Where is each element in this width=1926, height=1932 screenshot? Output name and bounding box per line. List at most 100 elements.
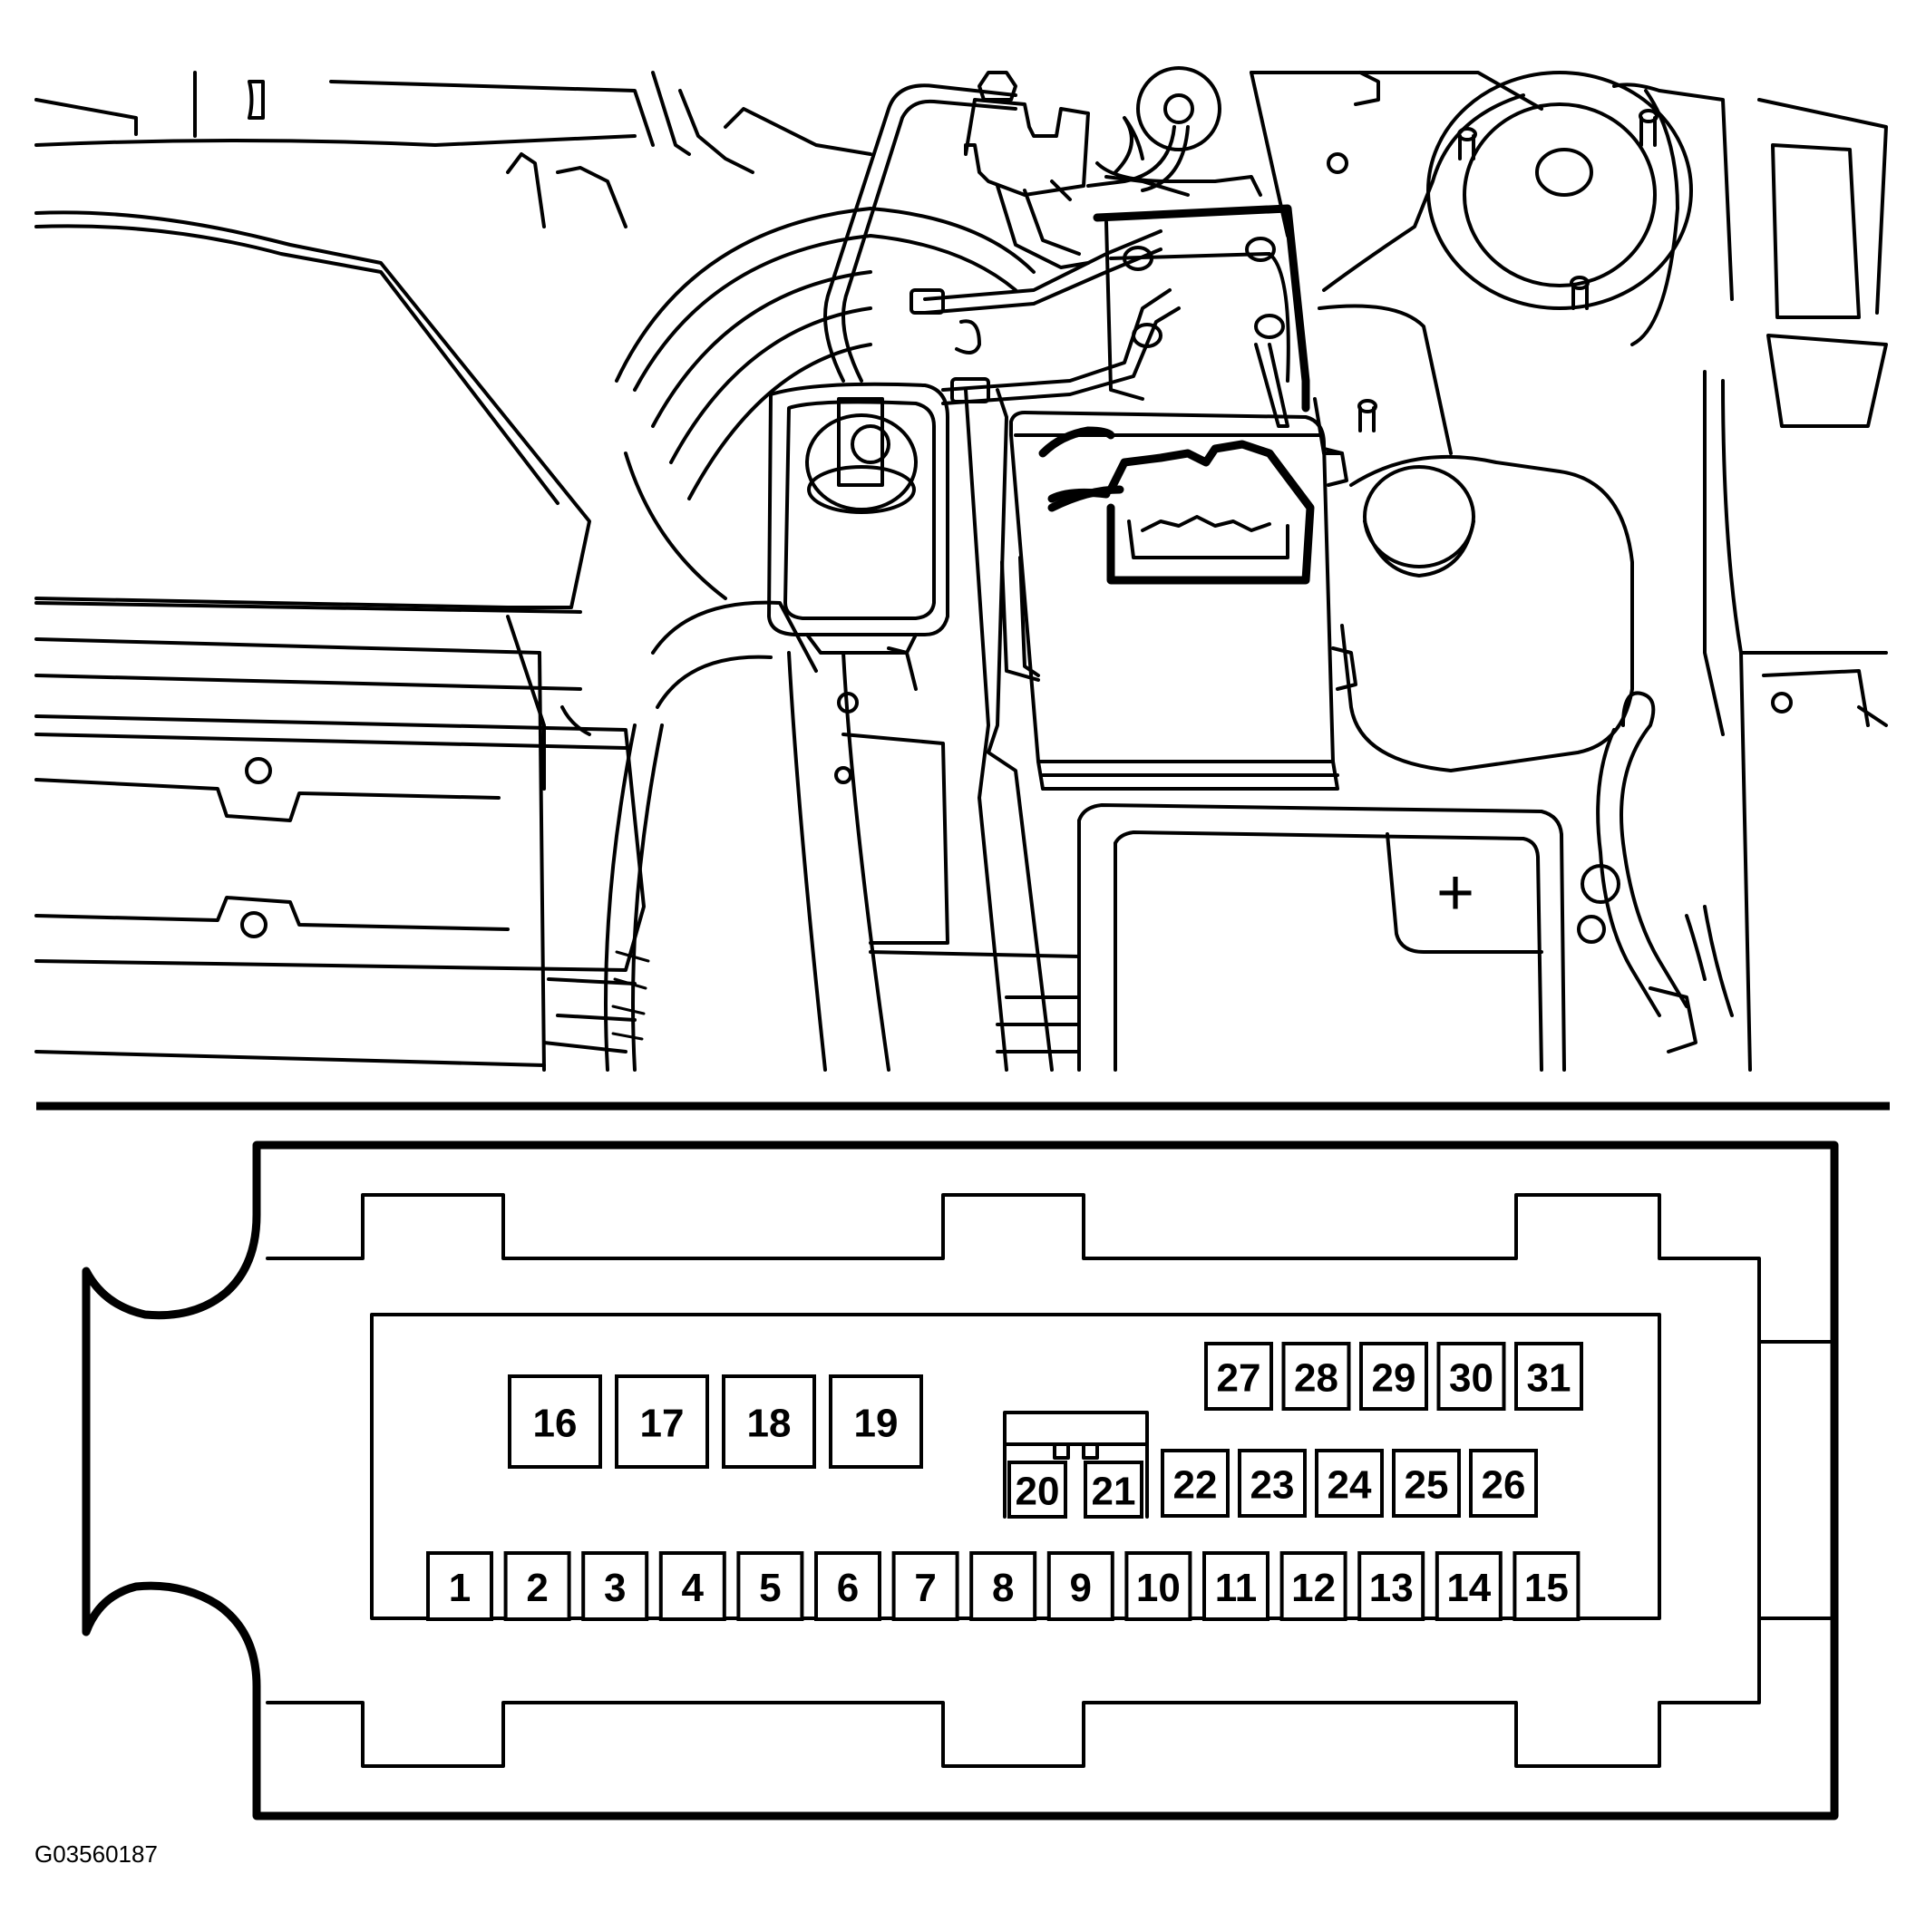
fuse-22: 22 bbox=[1161, 1449, 1230, 1518]
fuse-23: 23 bbox=[1238, 1449, 1307, 1518]
fuse-28: 28 bbox=[1281, 1342, 1351, 1411]
fuse-cell bbox=[829, 1374, 923, 1469]
fuse-cell bbox=[1513, 1551, 1581, 1621]
fuse-label: 20 bbox=[1016, 1470, 1060, 1514]
fuse-cell bbox=[658, 1551, 726, 1621]
fuse-15: 15 bbox=[1513, 1551, 1581, 1621]
fuse-cell bbox=[1392, 1449, 1461, 1518]
fuse-cell bbox=[1436, 1342, 1506, 1411]
fuse-cell bbox=[722, 1374, 816, 1469]
fuse-label: 8 bbox=[992, 1566, 1014, 1610]
fuse-3: 3 bbox=[581, 1551, 649, 1621]
fuse-6: 6 bbox=[814, 1551, 881, 1621]
fuse-label: 21 bbox=[1092, 1470, 1136, 1514]
fuse-label: 12 bbox=[1291, 1566, 1336, 1610]
fuse-cell bbox=[1279, 1551, 1347, 1621]
fuse-cell bbox=[1124, 1551, 1192, 1621]
fuse-19: 19 bbox=[829, 1374, 923, 1469]
fuse-cell bbox=[1359, 1342, 1428, 1411]
fuse-label: 9 bbox=[1070, 1566, 1092, 1610]
fuse-cell bbox=[1084, 1461, 1143, 1519]
fuse-8: 8 bbox=[969, 1551, 1037, 1621]
fuse-label: 16 bbox=[533, 1402, 578, 1446]
fuse-cell bbox=[1204, 1342, 1273, 1411]
figure-id: G03560187 bbox=[34, 1840, 158, 1868]
fuse-label: 25 bbox=[1405, 1463, 1449, 1508]
fuse-13: 13 bbox=[1357, 1551, 1425, 1621]
fuse-label: 7 bbox=[914, 1566, 936, 1610]
fuse-cell bbox=[1469, 1449, 1538, 1518]
fuse-label: 18 bbox=[747, 1402, 792, 1446]
fuse-27: 27 bbox=[1204, 1342, 1273, 1411]
fuse-9: 9 bbox=[1046, 1551, 1114, 1621]
fuse-14: 14 bbox=[1435, 1551, 1503, 1621]
fuse-label: 27 bbox=[1217, 1356, 1261, 1401]
fuse-31: 31 bbox=[1514, 1342, 1583, 1411]
fuse-label: 22 bbox=[1173, 1463, 1218, 1508]
fuse-panel-cover bbox=[266, 1193, 1761, 1768]
fuse-cell bbox=[814, 1551, 881, 1621]
fuse-21: 21 bbox=[1084, 1461, 1143, 1519]
fuse-11: 11 bbox=[1202, 1551, 1269, 1621]
fuse-7: 7 bbox=[891, 1551, 959, 1621]
fuse-cell bbox=[503, 1551, 571, 1621]
fuse-cell bbox=[426, 1551, 493, 1621]
fuse-label: 28 bbox=[1294, 1356, 1338, 1401]
fuse-30: 30 bbox=[1436, 1342, 1506, 1411]
fuse-label: 19 bbox=[854, 1402, 899, 1446]
fuse-cell bbox=[1046, 1551, 1114, 1621]
fuse-12: 12 bbox=[1279, 1551, 1347, 1621]
fuse-4: 4 bbox=[658, 1551, 726, 1621]
fuse-cell bbox=[1514, 1342, 1583, 1411]
fuse-cell bbox=[736, 1551, 804, 1621]
fuse-label: 6 bbox=[837, 1566, 859, 1610]
fuse-label: 4 bbox=[682, 1566, 705, 1610]
fuse-cell bbox=[1007, 1461, 1067, 1519]
fuse-label: 23 bbox=[1250, 1463, 1295, 1508]
fuse-16: 16 bbox=[508, 1374, 602, 1469]
fuse-cell bbox=[1315, 1449, 1384, 1518]
fuse-5: 5 bbox=[736, 1551, 804, 1621]
fuse-cell bbox=[1435, 1551, 1503, 1621]
fuse-label: 5 bbox=[759, 1566, 781, 1610]
battery-positive-symbol: + bbox=[1436, 857, 1474, 929]
fuse-label: 13 bbox=[1369, 1566, 1414, 1610]
fuse-1: 1 bbox=[426, 1551, 493, 1621]
fuse-label: 30 bbox=[1449, 1356, 1493, 1401]
fuse-18: 18 bbox=[722, 1374, 816, 1469]
fuse-cell bbox=[891, 1551, 959, 1621]
fuse-cell bbox=[1202, 1551, 1269, 1621]
engine-compartment-illustration: + bbox=[34, 66, 1888, 1072]
fuse-label: 14 bbox=[1446, 1566, 1491, 1610]
fuse-label: 31 bbox=[1527, 1356, 1571, 1401]
fuse-label: 10 bbox=[1136, 1566, 1181, 1610]
fuse-label: 24 bbox=[1328, 1463, 1372, 1508]
fuse-cell bbox=[615, 1374, 709, 1469]
fuse-20: 20 bbox=[1007, 1461, 1067, 1519]
fuse-label: 15 bbox=[1524, 1566, 1569, 1610]
fuse-cell bbox=[969, 1551, 1037, 1621]
fuse-26: 26 bbox=[1469, 1449, 1538, 1518]
fuse-10: 10 bbox=[1124, 1551, 1192, 1621]
fuse-cell bbox=[1357, 1551, 1425, 1621]
fuse-20-21-bracket bbox=[1003, 1411, 1149, 1519]
fuse-cell bbox=[581, 1551, 649, 1621]
fuse-cell bbox=[1161, 1449, 1230, 1518]
fuse-label: 2 bbox=[526, 1566, 548, 1610]
fuse-17: 17 bbox=[615, 1374, 709, 1469]
fuse-2: 2 bbox=[503, 1551, 571, 1621]
fuse-24: 24 bbox=[1315, 1449, 1384, 1518]
fuse-25: 25 bbox=[1392, 1449, 1461, 1518]
fuse-cell bbox=[1238, 1449, 1307, 1518]
fuse-label: 11 bbox=[1215, 1566, 1258, 1610]
fuse-29: 29 bbox=[1359, 1342, 1428, 1411]
fuse-label: 1 bbox=[449, 1566, 471, 1610]
fuse-cell bbox=[508, 1374, 602, 1469]
fuse-cell bbox=[1281, 1342, 1351, 1411]
fuse-label: 3 bbox=[604, 1566, 626, 1610]
fuse-label: 26 bbox=[1482, 1463, 1526, 1508]
fuse-label: 29 bbox=[1372, 1356, 1416, 1401]
